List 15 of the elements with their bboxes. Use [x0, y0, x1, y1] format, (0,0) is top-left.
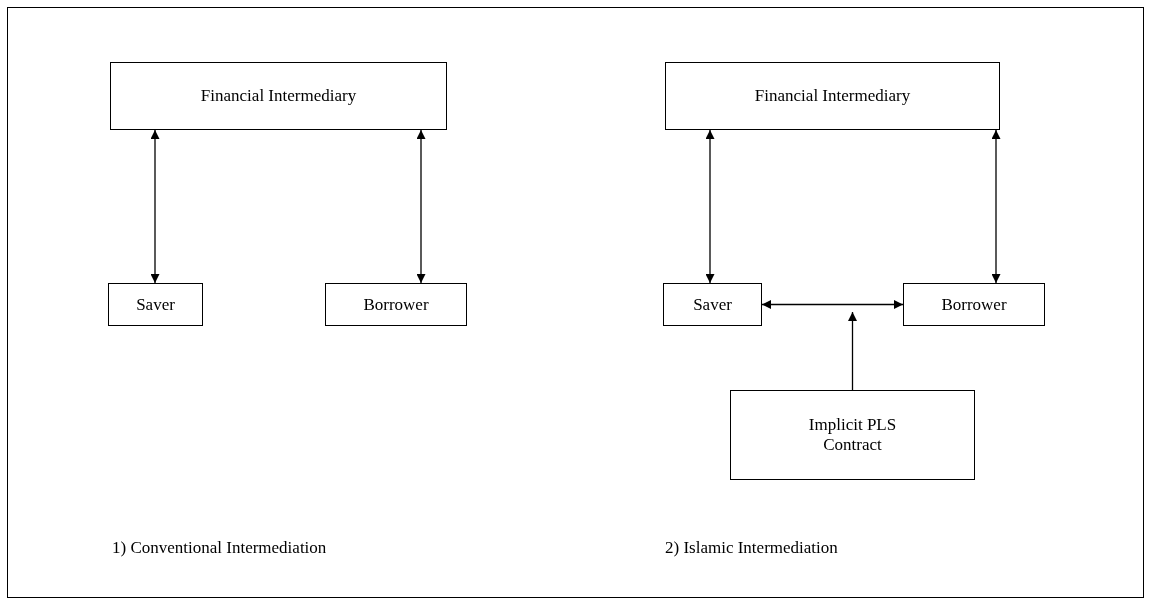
process-box: Implicit PLS Contract	[730, 390, 975, 480]
panel-caption: 2) Islamic Intermediation	[665, 538, 838, 558]
process-box: Borrower	[903, 283, 1045, 326]
arrow	[416, 129, 426, 284]
process-box: Saver	[663, 283, 762, 326]
arrow	[848, 311, 857, 391]
process-box: Borrower	[325, 283, 467, 326]
process-box: Financial Intermediary	[665, 62, 1000, 130]
process-box: Financial Intermediary	[110, 62, 447, 130]
arrow	[991, 129, 1001, 284]
process-box: Saver	[108, 283, 203, 326]
arrow	[705, 129, 715, 284]
arrow	[761, 300, 904, 309]
arrow	[150, 129, 160, 284]
panel-caption: 1) Conventional Intermediation	[112, 538, 327, 558]
